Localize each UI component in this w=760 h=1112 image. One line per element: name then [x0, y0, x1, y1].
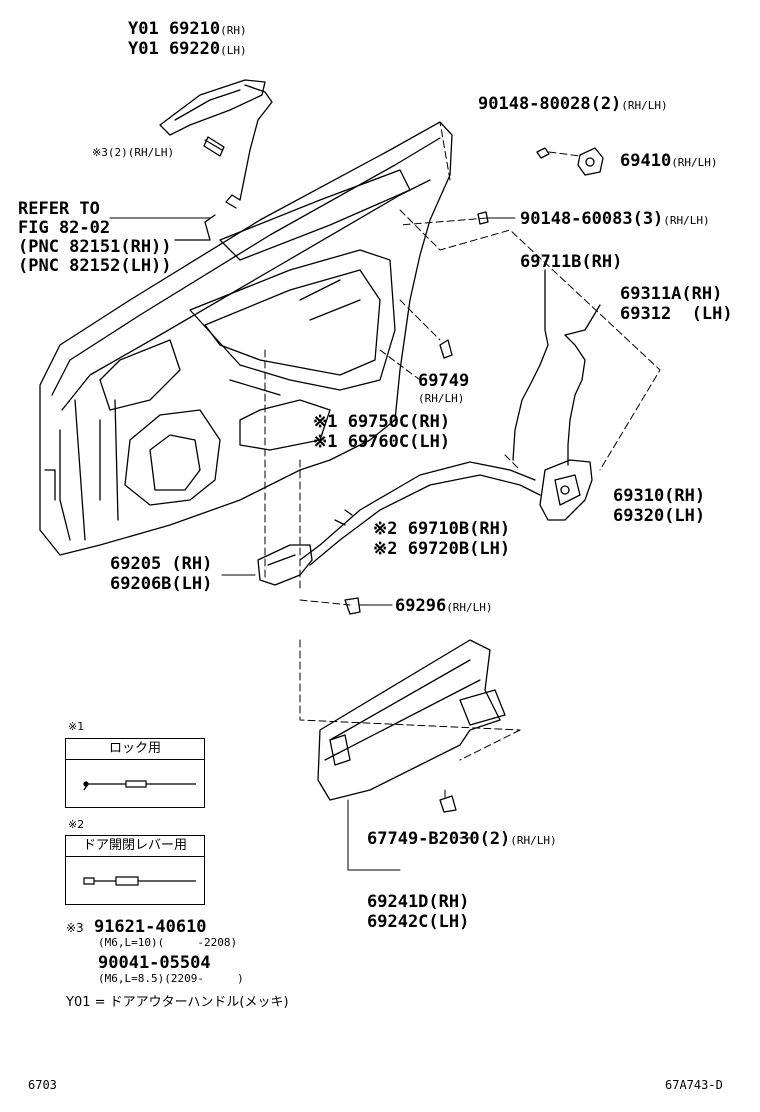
cable-69710 — [309, 474, 541, 566]
legend-note3-part2: 90041-05504 — [98, 953, 211, 973]
label-69710: ※2 69710B(RH) — [373, 519, 511, 539]
legend-note1-box: ロック用 — [65, 738, 205, 808]
label-refer: REFER TO — [18, 199, 100, 219]
label-67749: 67749-B2030(2)(RH/LH) — [367, 829, 557, 849]
label-69720: ※2 69720B(LH) — [373, 539, 511, 559]
legend-note1-mark: ※1 — [68, 720, 85, 733]
legend-note2-mark: ※2 — [68, 818, 85, 831]
label-69320: 69320(LH) — [613, 506, 706, 526]
label-69711: 69711B(RH) — [520, 252, 623, 272]
footer-drawing-code: 67A743-D — [665, 1078, 723, 1092]
label-69296: 69296(RH/LH) — [395, 596, 493, 616]
label-refer-fig: FIG 82-02 — [18, 218, 111, 238]
lock-cable-end-icon — [83, 780, 196, 791]
label-69749-side: (RH/LH) — [418, 392, 465, 405]
label-69760: ※1 69760C(LH) — [313, 432, 451, 452]
lever-cable-end-icon — [83, 876, 196, 886]
legend-note3-spec1: (M6,L=10)( -2208) — [98, 936, 238, 949]
label-69312: 69312 (LH) — [620, 304, 733, 324]
label-bolt-note3: ※3(2)(RH/LH) — [92, 146, 175, 159]
label-69410: 69410(RH/LH) — [620, 151, 718, 171]
label-69242: 69242C(LH) — [367, 912, 470, 932]
label-screw-mid: 90148-60083(3)(RH/LH) — [520, 209, 710, 229]
rod-69711 — [512, 269, 549, 461]
trim-panel — [317, 639, 501, 801]
legend-note2-box: ドア開閉レバー用 — [65, 835, 205, 905]
door-panel — [39, 121, 453, 556]
label-69311: 69311A(RH) — [620, 284, 723, 304]
lock-69310 — [539, 459, 593, 521]
inside-handle — [257, 544, 313, 586]
label-69206: 69206B(LH) — [110, 574, 213, 594]
outside-handle — [159, 79, 266, 136]
legend-y01-note: Y01 = ドアアウターハンドル(メッキ) — [66, 995, 289, 1010]
label-69750: ※1 69750C(RH) — [313, 412, 451, 432]
legend-note1-title: ロック用 — [66, 739, 204, 760]
label-69205: 69205 (RH) — [110, 554, 213, 574]
cable-69750 — [299, 461, 536, 561]
label-handle-rh: Y01 69210(RH) — [128, 19, 247, 39]
legend-note3-spec2: (M6,L=8.5)(2209- ) — [98, 972, 244, 985]
label-refer-pnc-lh: (PNC 82152(LH)) — [18, 256, 172, 276]
label-69749: 69749 — [418, 371, 470, 391]
label-screw-top: 90148-80028(2)(RH/LH) — [478, 94, 668, 114]
label-handle-lh: Y01 69220(LH) — [128, 39, 247, 59]
footer-page-code: 6703 — [28, 1078, 57, 1092]
label-69310: 69310(RH) — [613, 486, 706, 506]
bracket-69410 — [577, 147, 604, 176]
label-refer-pnc-rh: (PNC 82151(RH)) — [18, 237, 172, 257]
legend-note3: ※3 91621-40610 — [66, 917, 207, 937]
rod-69311 — [564, 304, 601, 466]
legend-note2-title: ドア開閉レバー用 — [66, 836, 204, 857]
label-69241: 69241D(RH) — [367, 892, 470, 912]
